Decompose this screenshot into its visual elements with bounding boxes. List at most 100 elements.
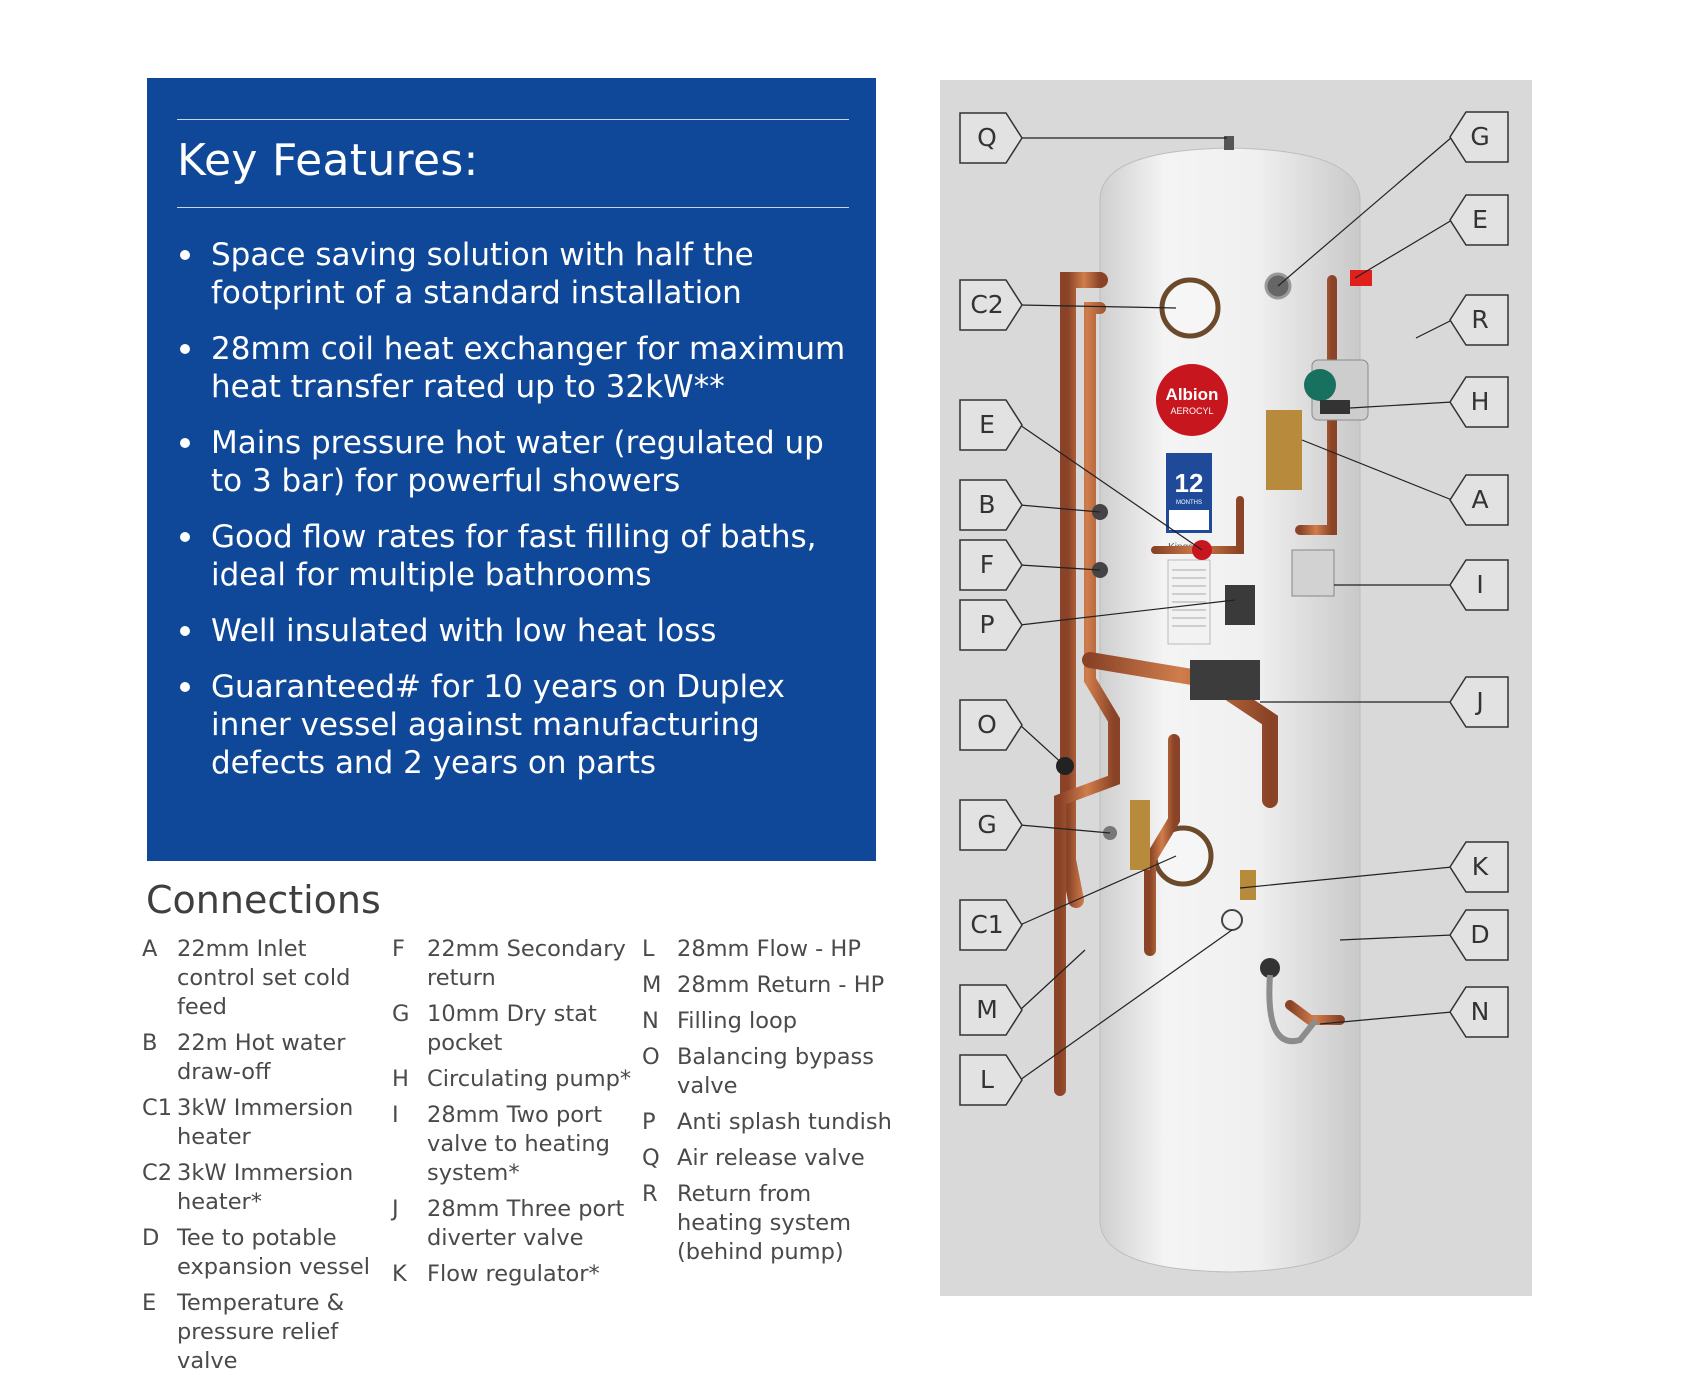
label-right-g: G [1470, 122, 1490, 151]
label-right-i: I [1476, 570, 1484, 599]
label-left-e: E [979, 410, 995, 439]
connection-text: 22m Hot water draw-off [177, 1030, 346, 1085]
key-features-panel: Key Features: Space saving solution with… [147, 78, 876, 861]
pump-display [1320, 400, 1350, 414]
label-left-o: O [977, 710, 997, 739]
connection-key: B [142, 1030, 158, 1056]
connection-key: J [392, 1196, 399, 1222]
tundish [1225, 585, 1255, 625]
connection-text: 22mm Secondary return [427, 936, 626, 991]
connection-text: 3kW Immersion heater* [177, 1160, 354, 1215]
connection-key: C1 [142, 1095, 173, 1121]
bullet-icon [180, 250, 190, 260]
cylinder-illustration: Albion AEROCYL 12 MONTHS Kingspan [959, 111, 1509, 1273]
bullet-icon [180, 626, 190, 636]
two-port-valve [1291, 549, 1335, 597]
filling-loop-hose [1266, 974, 1319, 1045]
diverter-valve [1190, 660, 1260, 700]
expansion-tee-valve [1350, 270, 1372, 286]
feature-item: Mains pressure hot water (regulated up t… [177, 424, 857, 500]
connection-text: 28mm Two port valve to heating system* [427, 1102, 610, 1186]
feature-item: Guaranteed# for 10 years on Duplex inner… [177, 668, 857, 782]
connection-text: Balancing bypass valve [677, 1044, 874, 1099]
connection-text: 22mm Inlet control set cold feed [177, 936, 351, 1020]
connection-text: Tee to potable expansion vessel [177, 1225, 370, 1280]
connection-key: K [392, 1261, 407, 1287]
connection-key: O [642, 1044, 660, 1070]
connection-key: C2 [142, 1160, 173, 1186]
connection-item: P Anti splash tundish [642, 1108, 892, 1137]
bullet-icon [180, 438, 190, 448]
copper-pipework [1054, 264, 1345, 1263]
label-right-r: R [1471, 305, 1489, 334]
connection-text: Air release valve [677, 1145, 865, 1171]
brass-fittings [1130, 800, 1150, 870]
connection-item: Q Air release valve [642, 1144, 892, 1173]
connection-key: Q [642, 1145, 660, 1171]
feature-item: 28mm coil heat exchanger for maximum hea… [177, 330, 857, 406]
spec-sticker-lines [1172, 569, 1206, 627]
label-right-a: A [1471, 485, 1489, 514]
connection-item: G 10mm Dry stat pocket [392, 1000, 632, 1058]
cylinder-body [1099, 147, 1361, 1273]
connection-item: R Return from heating system (behind pump… [642, 1180, 892, 1267]
connection-item: A 22mm Inlet control set cold feed [142, 935, 382, 1022]
connections-column-1: A 22mm Inlet control set cold feed B 22m H… [142, 935, 382, 1383]
title-divider [177, 207, 849, 208]
connection-key: P [642, 1109, 656, 1135]
label-boxes [959, 111, 1509, 1106]
connection-text: 28mm Return - HP [677, 972, 885, 998]
bullet-icon [180, 344, 190, 354]
label-left-b: B [978, 490, 996, 519]
label-left-f: F [979, 550, 995, 579]
label-left-p: P [979, 610, 995, 639]
label-right-e: E [1472, 205, 1488, 234]
connection-text: Filling loop [677, 1008, 798, 1034]
connection-text: Temperature & pressure relief valve [177, 1290, 345, 1374]
connection-key: F [392, 936, 405, 962]
connection-text: Return from heating system (behind pump) [677, 1181, 852, 1265]
top-divider [177, 119, 849, 120]
air-release-valve-shape [1224, 136, 1234, 150]
brass-fittings-2 [1240, 870, 1256, 900]
bullet-icon [180, 532, 190, 542]
connection-key: G [392, 1001, 410, 1027]
connection-text: Flow regulator* [427, 1261, 600, 1287]
connection-item: E Temperature & pressure relief valve [142, 1289, 382, 1376]
bullet-icon [180, 682, 190, 692]
connection-text: Circulating pump* [427, 1066, 632, 1092]
connection-item: N Filling loop [642, 1007, 892, 1036]
connection-key: N [642, 1008, 659, 1034]
label-left-g: G [977, 810, 997, 839]
feature-list: Space saving solution with half the foot… [177, 236, 857, 800]
badge-model: AEROCYL [1170, 406, 1213, 416]
connection-text: 10mm Dry stat pocket [427, 1001, 597, 1056]
pump-motor [1304, 369, 1336, 401]
label-left-c1: C1 [970, 910, 1004, 939]
connection-text: Anti splash tundish [677, 1109, 892, 1135]
label-right-j: J [1476, 687, 1484, 716]
connection-key: H [392, 1066, 409, 1092]
connection-item: B 22m Hot water draw-off [142, 1029, 382, 1087]
label-left-m: M [976, 995, 998, 1024]
connection-key: E [142, 1290, 157, 1316]
label-right-n: N [1470, 997, 1490, 1026]
leader-lines [1019, 136, 1453, 1081]
key-features-title: Key Features: [177, 135, 479, 186]
cylinder-diagram: Albion AEROCYL 12 MONTHS Kingspan [940, 80, 1532, 1296]
label-right-h: H [1470, 387, 1490, 416]
connection-key: A [142, 936, 158, 962]
connection-item: H Circulating pump* [392, 1065, 632, 1094]
feature-item: Well insulated with low heat loss [177, 612, 857, 650]
feature-item: Good flow rates for fast filling of bath… [177, 518, 857, 594]
label-right-k: K [1471, 852, 1489, 881]
inlet-control-set [1266, 410, 1302, 490]
connection-key: R [642, 1181, 658, 1207]
filling-loop-gauge [1260, 958, 1280, 978]
connection-key: D [142, 1225, 160, 1251]
